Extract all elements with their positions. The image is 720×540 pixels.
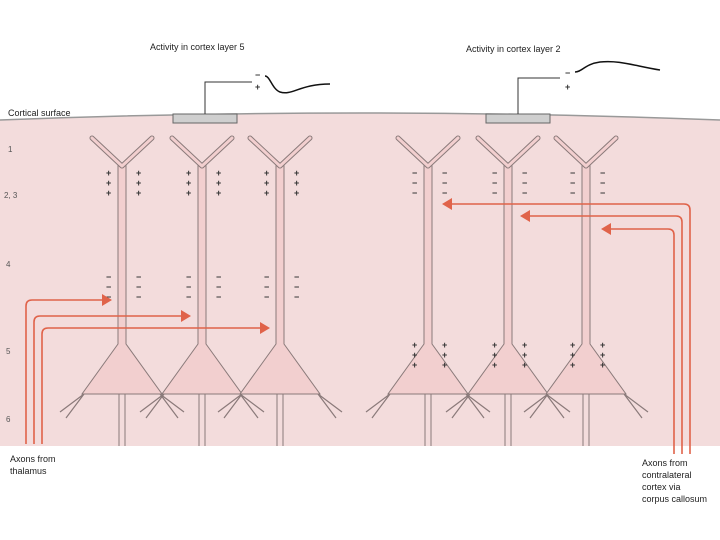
neuron-2-upper-sign: + [186, 178, 191, 188]
neuron-6-upper-sign: − [600, 178, 605, 188]
electrode-right [486, 114, 550, 123]
neuron-4-lower-sign: + [442, 340, 447, 350]
neuron-2-lower-sign: − [216, 272, 221, 282]
trace-minus-left: − [255, 70, 260, 80]
neuron-5-lower-sign: + [522, 360, 527, 370]
neuron-3-lower-sign: − [294, 282, 299, 292]
neuron-5-upper-sign: − [522, 188, 527, 198]
trace-layer2 [575, 62, 660, 72]
neuron-5-upper-sign: − [492, 188, 497, 198]
neuron-1-upper-sign: + [106, 188, 111, 198]
neuron-2-upper-sign: + [216, 188, 221, 198]
neuron-3-upper-sign: + [294, 178, 299, 188]
trace-plus-right: + [565, 82, 570, 92]
neuron-6-lower-sign: + [600, 340, 605, 350]
neuron-1-upper-sign: + [136, 168, 141, 178]
trace-layer5 [265, 76, 330, 93]
neuron-6-lower-sign: + [570, 360, 575, 370]
neuron-3-upper-sign: + [264, 178, 269, 188]
thalamus-label-line2: thalamus [10, 466, 47, 476]
neuron-2-lower-sign: − [186, 272, 191, 282]
neuron-1-lower-sign: − [106, 282, 111, 292]
neuron-5-lower-sign: + [522, 340, 527, 350]
neuron-6-upper-sign: − [600, 188, 605, 198]
neuron-3-lower-sign: − [294, 272, 299, 282]
neuron-3-lower-sign: − [264, 292, 269, 302]
neuron-6-lower-sign: + [600, 360, 605, 370]
neuron-3-lower-sign: − [264, 272, 269, 282]
recording-title-right: Activity in cortex layer 2 [466, 44, 561, 54]
neuron-2-upper-sign: + [186, 168, 191, 178]
layer-label-6: 6 [6, 415, 11, 424]
neuron-4-upper-sign: − [412, 168, 417, 178]
neuron-1-lower-sign: − [136, 292, 141, 302]
neuron-3-upper-sign: + [294, 168, 299, 178]
neuron-6-lower-sign: + [570, 340, 575, 350]
neuron-4-lower-sign: + [412, 360, 417, 370]
neuron-5-upper-sign: − [492, 178, 497, 188]
neuron-1-lower-sign: − [136, 282, 141, 292]
neuron-4-lower-sign: + [412, 350, 417, 360]
recording-title-left: Activity in cortex layer 5 [150, 42, 245, 52]
neuron-2-upper-sign: + [216, 168, 221, 178]
neuron-6-upper-sign: − [570, 188, 575, 198]
neuron-4-lower-sign: + [442, 360, 447, 370]
neuron-5-lower-sign: + [492, 350, 497, 360]
trace-plus-left: + [255, 82, 260, 92]
neuron-5-lower-sign: + [522, 350, 527, 360]
neuron-2-lower-sign: − [186, 292, 191, 302]
neuron-5-lower-sign: + [492, 340, 497, 350]
neuron-3-upper-sign: + [264, 188, 269, 198]
neuron-3-upper-sign: + [294, 188, 299, 198]
neuron-5-upper-sign: − [522, 178, 527, 188]
neuron-5-upper-sign: − [522, 168, 527, 178]
electrode-wire-right [518, 78, 560, 114]
neuron-2-upper-sign: + [216, 178, 221, 188]
diagram-svg: Activity in cortex layer 5 Activity in c… [0, 34, 720, 504]
thalamus-label-line1: Axons from [10, 454, 56, 464]
neuron-3-lower-sign: − [294, 292, 299, 302]
neuron-6-lower-sign: + [570, 350, 575, 360]
callosal-label-line3: cortex via [642, 482, 681, 492]
callosal-label-line4: corpus callosum [642, 494, 707, 504]
neuron-6-upper-sign: − [600, 168, 605, 178]
neuron-4-upper-sign: − [412, 188, 417, 198]
neuron-1-lower-sign: − [106, 272, 111, 282]
neuron-6-lower-sign: + [600, 350, 605, 360]
neuron-4-upper-sign: − [442, 188, 447, 198]
neuron-1-upper-sign: + [106, 178, 111, 188]
neuron-5-upper-sign: − [492, 168, 497, 178]
layer-label-4: 4 [6, 260, 11, 269]
callosal-label-line1: Axons from [642, 458, 688, 468]
neuron-3-upper-sign: + [264, 168, 269, 178]
neuron-5-lower-sign: + [492, 360, 497, 370]
neuron-4-upper-sign: − [412, 178, 417, 188]
neuron-2-lower-sign: − [186, 282, 191, 292]
cortex-diagram: Activity in cortex layer 5 Activity in c… [0, 34, 720, 504]
cortical-surface-label: Cortical surface [8, 108, 71, 118]
neuron-4-upper-sign: − [442, 168, 447, 178]
neuron-2-upper-sign: + [186, 188, 191, 198]
electrode-left [173, 114, 237, 123]
neuron-1-upper-sign: + [106, 168, 111, 178]
trace-minus-right: − [565, 68, 570, 78]
neuron-2-lower-sign: − [216, 282, 221, 292]
neuron-1-upper-sign: + [136, 188, 141, 198]
neuron-2-lower-sign: − [216, 292, 221, 302]
neuron-6-upper-sign: − [570, 168, 575, 178]
layer-label-5: 5 [6, 347, 11, 356]
electrode-wire-left [205, 82, 252, 114]
neuron-3-lower-sign: − [264, 282, 269, 292]
neuron-1-upper-sign: + [136, 178, 141, 188]
neuron-4-lower-sign: + [442, 350, 447, 360]
layer-label-2-3: 2, 3 [4, 191, 18, 200]
callosal-label-line2: contralateral [642, 470, 692, 480]
layer-label-1: 1 [8, 145, 13, 154]
neuron-1-lower-sign: − [136, 272, 141, 282]
neuron-6-upper-sign: − [570, 178, 575, 188]
neuron-4-lower-sign: + [412, 340, 417, 350]
neuron-4-upper-sign: − [442, 178, 447, 188]
